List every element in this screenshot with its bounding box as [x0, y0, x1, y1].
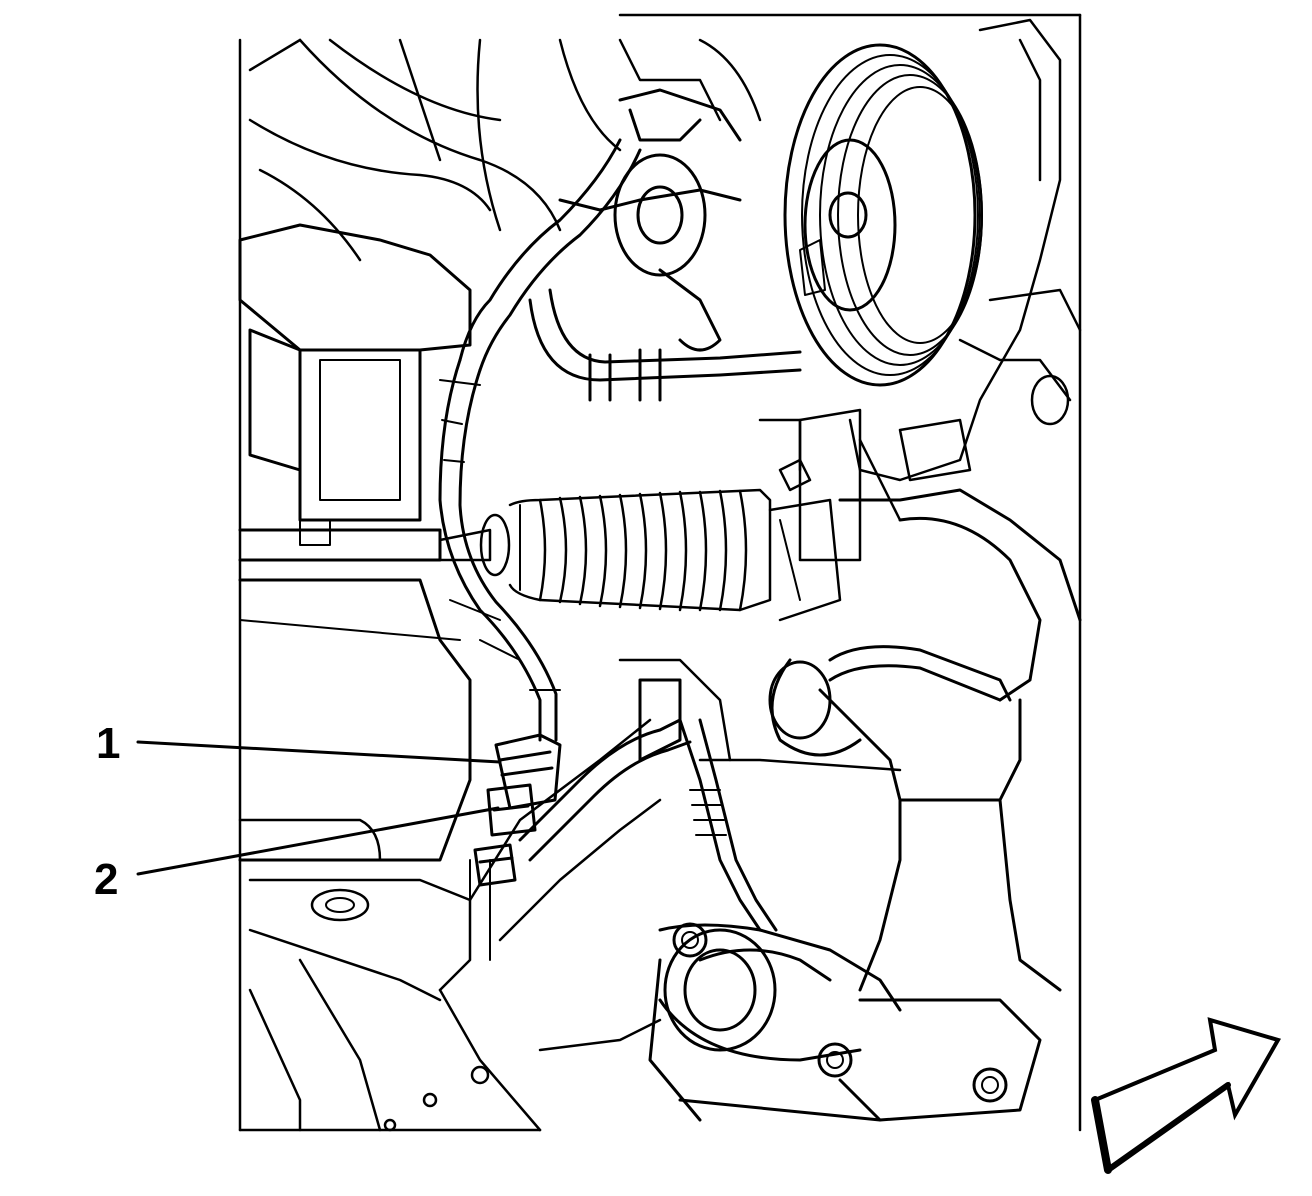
- engine-block: [758, 18, 1082, 562]
- callout-leaders: [136, 740, 502, 876]
- power-steering-lines: [458, 88, 802, 402]
- pulley: [783, 43, 983, 387]
- background-linework: [238, 13, 1082, 1132]
- sensor-harness: [438, 358, 778, 961]
- oxygen-sensor-connector: [473, 733, 562, 887]
- subframe: [238, 658, 902, 1132]
- exhaust-pipe: [768, 488, 1082, 992]
- callout-label-2: 2: [94, 855, 119, 904]
- leader-line-2: [136, 806, 500, 876]
- exhaust-flange: [648, 922, 1042, 1122]
- left-housing: [238, 223, 472, 862]
- callout-label-1: 1: [96, 719, 121, 768]
- arrow-right-up-icon: [1091, 1017, 1281, 1174]
- steering-boot: [438, 458, 842, 622]
- leader-line-1: [136, 740, 502, 764]
